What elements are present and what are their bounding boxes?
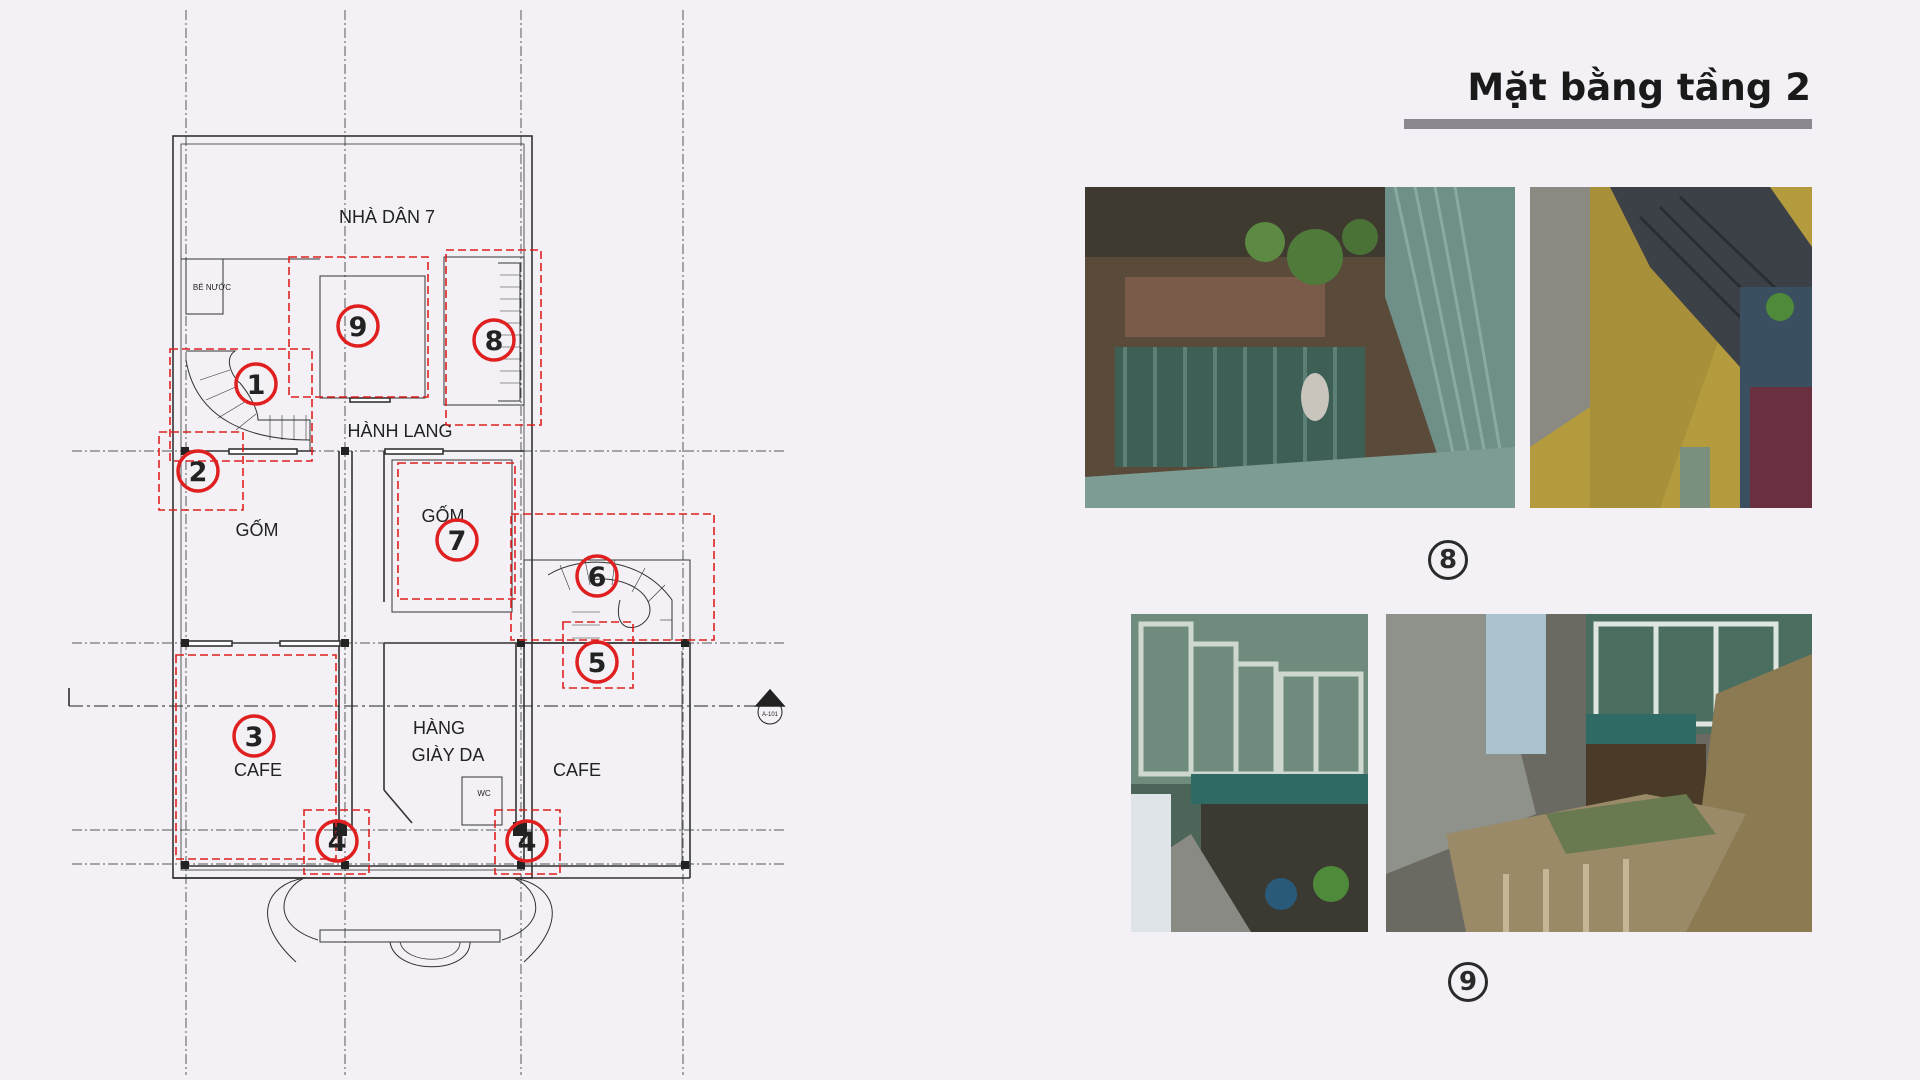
marker-7: 7	[435, 518, 479, 562]
room-label-gom-left: GỐM	[236, 519, 279, 540]
marker-2: 2	[176, 449, 220, 493]
svg-text:7: 7	[448, 526, 467, 557]
room-label-giay-da: GIÀY DA	[412, 745, 485, 765]
photo-group-label-9: 9	[1448, 962, 1488, 1002]
walls	[172, 135, 691, 968]
markers: 1 2 3 4 4 5 6 7 8 9	[176, 304, 619, 863]
marker-5: 5	[575, 640, 619, 684]
floor-plan: A-101	[68, 10, 786, 1075]
highlight-boxes	[158, 249, 715, 875]
title-underline	[1404, 119, 1812, 129]
section-tag: A-101	[762, 712, 779, 718]
room-label-gom-right: GỐM	[422, 505, 465, 526]
axis-lines	[72, 10, 786, 1075]
marker-4b: 4	[505, 819, 549, 863]
room-label-be-nuoc: BÉ NƯỚC	[193, 283, 231, 292]
stair-treads	[199, 274, 672, 639]
room-label-nha-dan: NHÀ DÂN 7	[339, 207, 435, 227]
room-label-cafe-left: CAFE	[234, 760, 282, 780]
svg-text:3: 3	[245, 722, 264, 753]
marker-1: 1	[234, 362, 278, 406]
svg-text:4: 4	[328, 827, 347, 858]
section-line	[68, 688, 786, 725]
svg-text:8: 8	[485, 326, 504, 357]
svg-text:4: 4	[518, 827, 537, 858]
svg-text:1: 1	[247, 370, 266, 401]
room-label-wc: WC	[477, 789, 491, 798]
marker-4a: 4	[315, 819, 359, 863]
svg-text:5: 5	[588, 648, 607, 679]
svg-text:9: 9	[349, 312, 368, 343]
room-label-cafe-right: CAFE	[553, 760, 601, 780]
marker-8: 8	[472, 318, 516, 362]
marker-6: 6	[575, 554, 619, 598]
photo-yellow-wall-staircase	[1530, 187, 1812, 508]
page-title: Mặt bằng tầng 2	[1467, 66, 1811, 109]
photo-courtyard-corrugated-roof	[1085, 187, 1515, 508]
photo-stair-railing-courtyard	[1386, 614, 1812, 932]
room-label-hanh-lang: HÀNH LANG	[347, 421, 452, 441]
marker-9: 9	[336, 304, 380, 348]
room-label-hang: HÀNG	[413, 718, 465, 738]
svg-text:6: 6	[588, 562, 607, 593]
marker-3: 3	[232, 714, 276, 758]
photo-group-label-8: 8	[1428, 540, 1468, 580]
photo-green-window-courtyard	[1131, 614, 1368, 932]
svg-text:2: 2	[189, 457, 208, 488]
